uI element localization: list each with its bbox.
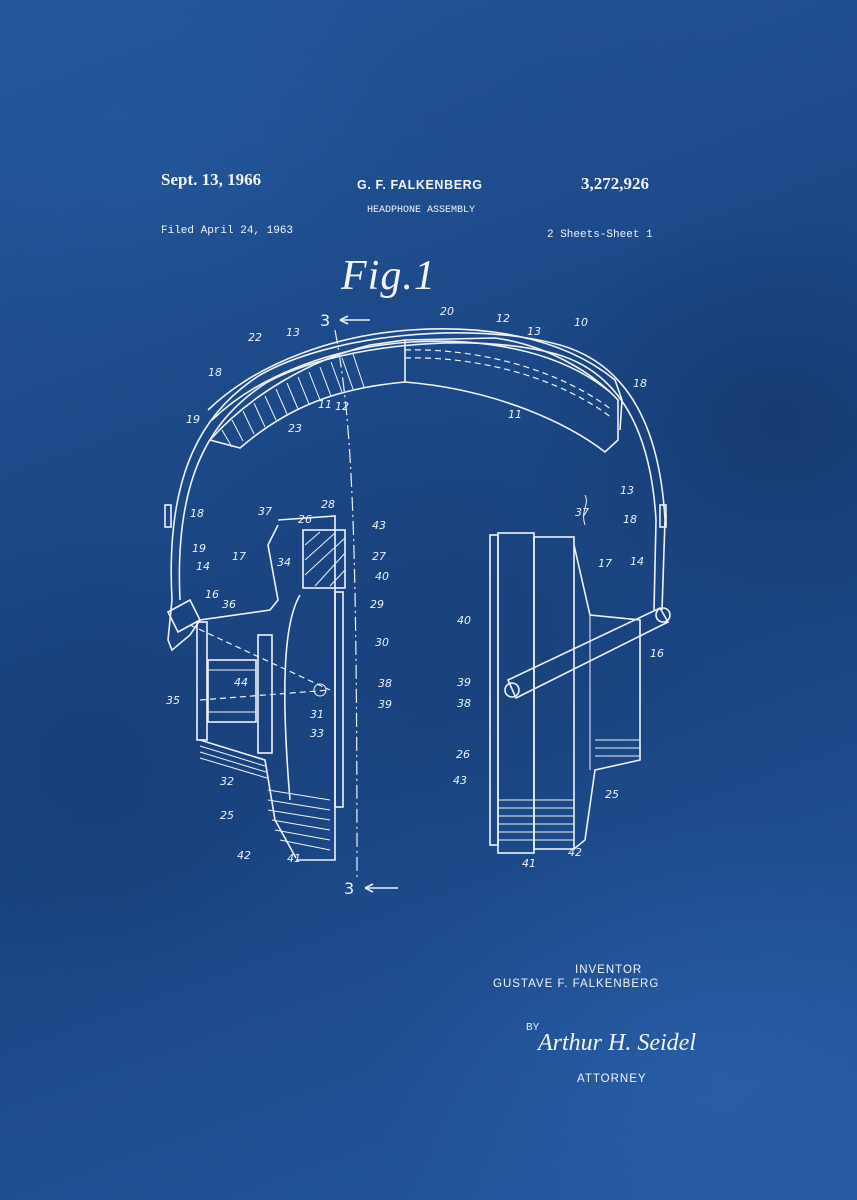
inventor-header: G. F. FALKENBERG bbox=[357, 178, 483, 192]
ref-37: 37 bbox=[575, 506, 589, 519]
ref-39: 39 bbox=[378, 698, 392, 711]
ref-43: 43 bbox=[453, 774, 467, 787]
ref-16: 16 bbox=[650, 647, 664, 660]
ref-40: 40 bbox=[457, 614, 471, 627]
ref-16: 16 bbox=[205, 588, 219, 601]
headband bbox=[164, 328, 667, 611]
ref-12: 12 bbox=[496, 312, 510, 325]
ref-20: 20 bbox=[440, 305, 454, 318]
ref-14: 14 bbox=[196, 560, 210, 573]
ref-42: 42 bbox=[568, 846, 582, 859]
ref-44: 44 bbox=[234, 676, 248, 689]
patent-title: HEADPHONE ASSEMBLY bbox=[367, 205, 476, 216]
ref-17: 17 bbox=[598, 557, 612, 570]
ref-10: 10 bbox=[574, 316, 588, 329]
ref-43: 43 bbox=[372, 519, 386, 532]
ref-26: 26 bbox=[456, 748, 470, 761]
ref-28: 28 bbox=[321, 498, 335, 511]
ref-18: 18 bbox=[633, 377, 647, 390]
figure-label: Fig.1 bbox=[341, 253, 436, 299]
ref-38: 38 bbox=[457, 697, 471, 710]
by-label: BY bbox=[526, 1022, 540, 1033]
inventor-label: INVENTOR bbox=[575, 964, 643, 976]
ref-25: 25 bbox=[605, 788, 619, 801]
ref-40: 40 bbox=[375, 570, 389, 583]
ref-27: 27 bbox=[372, 550, 386, 563]
ref-31: 31 bbox=[310, 708, 324, 721]
ref-39: 39 bbox=[457, 676, 471, 689]
attorney-signature: Arthur H. Seidel bbox=[538, 1030, 696, 1056]
ref-32: 32 bbox=[220, 775, 234, 788]
ref-11: 11 bbox=[318, 398, 332, 411]
ref-11: 11 bbox=[508, 408, 522, 421]
ref-41: 41 bbox=[287, 852, 301, 865]
ref-25: 25 bbox=[220, 809, 234, 822]
ref-29: 29 bbox=[370, 598, 384, 611]
ref-14: 14 bbox=[630, 555, 644, 568]
patent-number: 3,272,926 bbox=[581, 174, 649, 193]
ref-42: 42 bbox=[237, 849, 251, 862]
ref-18: 18 bbox=[623, 513, 637, 526]
section-marker-top: 3 bbox=[320, 311, 330, 330]
ref-37: 37 bbox=[258, 505, 272, 518]
ref-19: 19 bbox=[192, 542, 206, 555]
section-line: 3 3 bbox=[320, 311, 398, 898]
ref-30: 30 bbox=[375, 636, 389, 649]
ref-12: 12 bbox=[335, 400, 349, 413]
attorney-label: ATTORNEY bbox=[577, 1073, 647, 1085]
ref-13: 13 bbox=[620, 484, 634, 497]
ref-26: 26 bbox=[298, 513, 312, 526]
sheet-count: 2 Sheets-Sheet 1 bbox=[547, 229, 653, 241]
ref-13: 13 bbox=[527, 325, 541, 338]
section-marker-bottom: 3 bbox=[344, 879, 354, 898]
inventor-name: GUSTAVE F. FALKENBERG bbox=[493, 978, 660, 990]
ref-34: 34 bbox=[277, 556, 291, 569]
ref-38: 38 bbox=[378, 677, 392, 690]
ref-13: 13 bbox=[286, 326, 300, 339]
reference-numerals: 10 11 11 12 12 13 13 13 14 14 16 16 17 1… bbox=[166, 305, 664, 870]
ref-41: 41 bbox=[522, 857, 536, 870]
left-earcup-section bbox=[166, 515, 346, 861]
patent-date: Sept. 13, 1966 bbox=[161, 170, 262, 189]
ref-19: 19 bbox=[186, 413, 200, 426]
ref-23: 23 bbox=[288, 422, 302, 435]
ref-18: 18 bbox=[190, 507, 204, 520]
ref-33: 33 bbox=[310, 727, 324, 740]
ref-17: 17 bbox=[232, 550, 246, 563]
ref-22: 22 bbox=[248, 331, 262, 344]
ref-36: 36 bbox=[222, 598, 236, 611]
right-earcup bbox=[489, 494, 671, 854]
ref-35: 35 bbox=[166, 694, 180, 707]
filed-date: Filed April 24, 1963 bbox=[161, 225, 294, 237]
ref-18: 18 bbox=[208, 366, 222, 379]
